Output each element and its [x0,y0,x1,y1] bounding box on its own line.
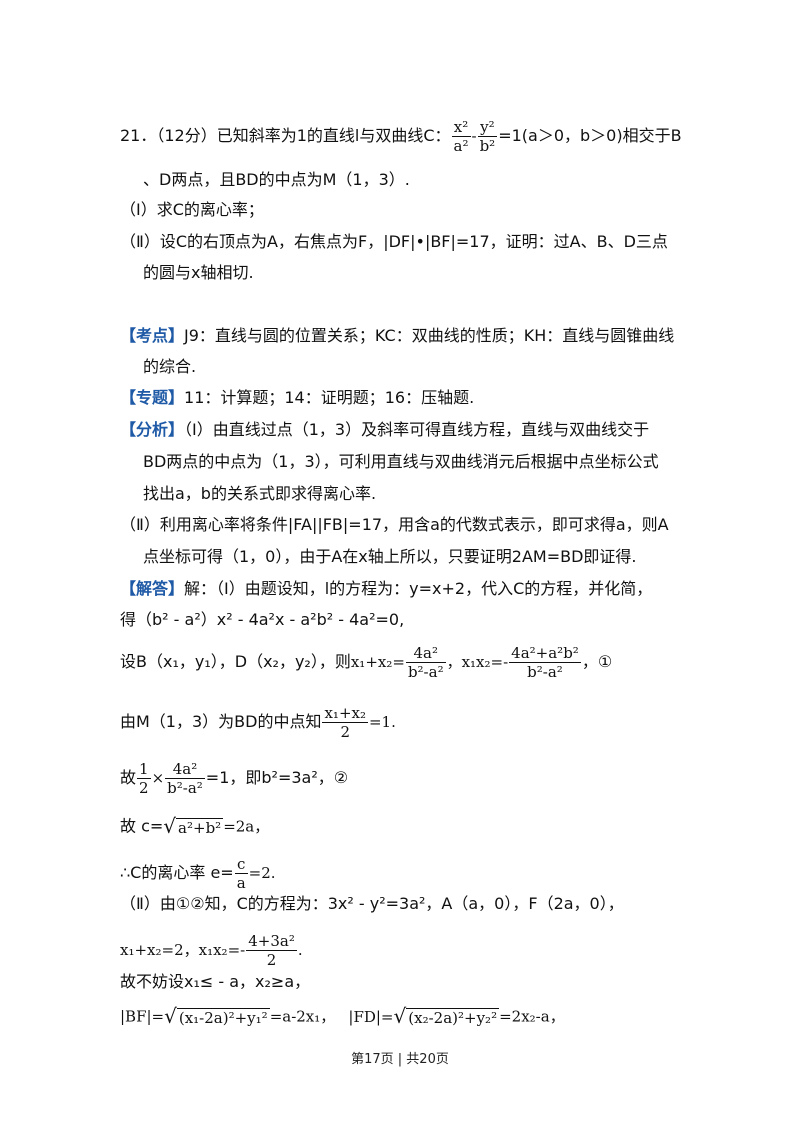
jieda-text: 设B（x₁，y₁），D（x₂，y₂），则 [120,652,351,671]
formula-fd-result: =2x₂-a， [499,1007,565,1026]
jieda-line-10: 故不妨设x₁≤ - a，x₂≥a， [120,972,311,991]
formula-end: =2. [248,864,276,882]
fenxi-line-1: 【分析】（Ⅰ）由直线过点（1，3）及斜率可得直线方程，直线与双曲线交于 [120,420,649,440]
fenxi-line-3: 找出a，b的关系式即求得离心率. [143,484,377,503]
jieda-line-1: 【解答】解：（Ⅰ）由题设知，l的方程为：y=x+2，代入C的方程，并化简， [120,579,652,599]
jieda-text: 故 [120,768,137,787]
zhuanti-text: 11：计算题；14：证明题；16：压轴题. [184,388,475,407]
jieda-line-6: 故 c=√a²+b²=2a， [120,816,269,838]
problem-line-2: 、D两点，且BD的中点为M（1，3）. [143,170,410,189]
jieda-tag: 【解答】 [120,579,185,598]
jieda-line-11: |BF|=√(x₁-2a)²+y₁²=a-2x₁， |FD|=√(x₂-2a)²… [120,1006,565,1028]
fenxi-tag: 【分析】 [120,420,185,439]
fenxi-line-4: （Ⅱ）利用离心率将条件|FA||FB|=17，用含a的代数式表示，即可求得a，则… [120,515,669,534]
jieda-line-2: 得（b² - a²）x² - 4a²x - a²b² - 4a²=0, [120,610,405,629]
formula-sum: x₁+x₂= [350,653,405,671]
problem-line-3: （Ⅰ）求C的离心率； [120,200,264,219]
jieda-text: 由M（1，3）为BD的中点知 [120,712,322,731]
problem-line-4: （Ⅱ）设C的右顶点为A，右焦点为F，|DF|•|BF|=17，证明：过A、B、D… [120,232,668,251]
formula-end: . [297,941,303,959]
formula-fd: |FD|= [348,1007,394,1026]
problem-text: 21．（12分）已知斜率为1的直线l与双曲线C： [120,126,451,145]
kaodian-tag: 【考点】 [120,326,185,345]
minus-sign: - [471,127,477,145]
zhuanti-line: 【专题】11：计算题；14：证明题；16：压轴题. [120,388,474,408]
formula-roots: x₁+x₂=2，x₁x₂=- [120,941,246,959]
equation-tag-1: ，① [581,652,613,671]
kaodian-line-1: 【考点】J9：直线与圆的位置关系；KC：双曲线的性质；KH：直线与圆锥曲线 [120,326,674,346]
equation-tag-2: =1，即b²=3a²，② [205,768,349,787]
kaodian-line-2: 的综合. [143,357,197,376]
sqrt-expression: √a²+b² [163,814,224,838]
fenxi-text: （Ⅰ）由直线过点（1，3）及斜率可得直线方程，直线与双曲线交于 [184,420,650,439]
formula-bf: |BF|= [120,1007,165,1026]
problem-text: =1(a＞0，b＞0)相交于B [498,126,682,145]
jieda-text: 解：（Ⅰ）由题设知，l的方程为：y=x+2，代入C的方程，并化简， [184,579,653,598]
formula-end: =2a， [223,817,270,836]
fenxi-line-5: 点坐标可得（1，0），由于A在x轴上所以，只要证明2AM=BD即证得. [143,547,637,566]
formula-product: ，x₁x₂=- [446,653,509,671]
zhuanti-tag: 【专题】 [120,388,185,407]
sqrt-bf: √(x₁-2a)²+y₁² [164,1004,270,1028]
fenxi-line-2: BD两点的中点为（1，3），可利用直线与双曲线消元后根据中点坐标公式 [143,452,659,471]
times-sign: × [151,769,165,787]
jieda-line-8: （Ⅱ）由①②知，C的方程为：3x² - y²=3a²，A（a，0），F（2a，0… [120,894,624,913]
problem-line-5: 的圆与x轴相切. [143,263,254,282]
jieda-text: ∴C的离心率 e= [120,863,234,882]
jieda-text: 故 c= [120,816,164,836]
formula-end: =1. [368,713,396,731]
formula-bf-result: =a-2x₁， [269,1007,336,1026]
sqrt-fd: √(x₂-2a)²+y₂² [393,1004,500,1028]
page-footer: 第17页 | 共20页 [351,1052,449,1067]
kaodian-text: J9：直线与圆的位置关系；KC：双曲线的性质；KH：直线与圆锥曲线 [184,326,675,345]
